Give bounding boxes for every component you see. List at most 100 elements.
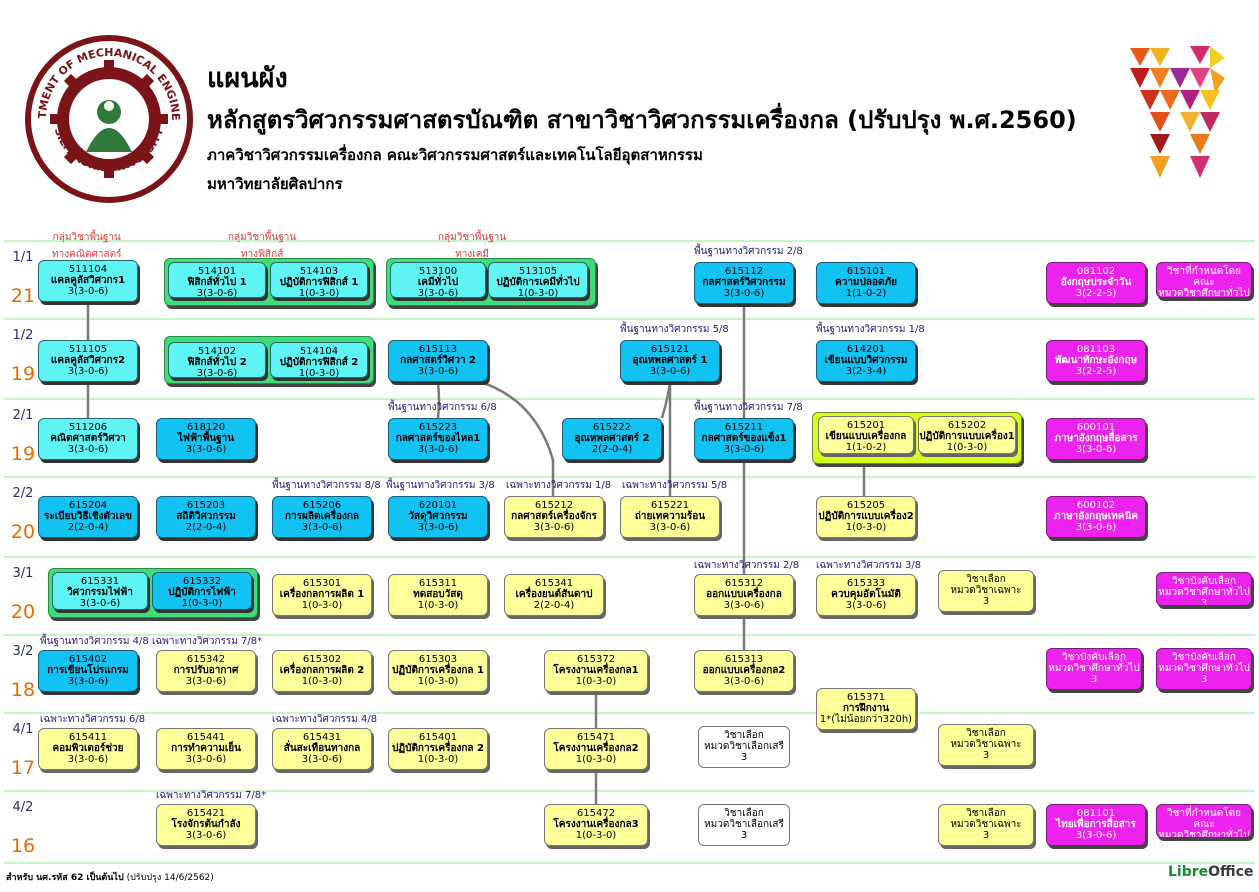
course-name: พัฒนาทักษะอังกฤษ bbox=[1054, 355, 1138, 366]
course-credit: 1(0-3-0) bbox=[575, 830, 617, 841]
category-label: เฉพาะทางวิศวกรรม 5/8 bbox=[622, 480, 728, 491]
course-code: 615204 bbox=[68, 500, 108, 511]
course-name: ไฟฟ้าพื้นฐาน bbox=[177, 433, 235, 444]
course-box[interactable]: วิชาเลือกหมวดวิชาเลือกเสรี3 bbox=[698, 726, 790, 768]
semester-label: 3/1 bbox=[12, 566, 34, 581]
course-name: อุณหพลศาสตร์ 1 bbox=[632, 355, 708, 366]
course-name: การฝึกงาน bbox=[842, 703, 890, 714]
course-credit: 3(3-0-6) bbox=[67, 366, 109, 377]
course-name: โครงงานเครื่องกล3 bbox=[553, 819, 639, 830]
course-credit: หมวดวิชาเลือกเสรี bbox=[704, 819, 784, 830]
course-code: 615431 bbox=[302, 732, 342, 743]
course-box[interactable]: วิชาเลือกหมวดวิชาเลือกเสรี3 bbox=[698, 804, 790, 846]
course-code: 615302 bbox=[302, 654, 342, 665]
course-credit: 1(0-3-0) bbox=[298, 288, 340, 298]
category-label: เฉพาะทางวิศวกรรม 1/8 bbox=[506, 480, 612, 491]
course-name: กลศาสตร์ของแข็ง1 bbox=[701, 433, 787, 444]
credit-total: 20 bbox=[10, 521, 36, 543]
course-credit: 3(3-0-6) bbox=[185, 754, 227, 765]
course-code: 615332 bbox=[182, 576, 222, 587]
course-credit: 2(2-0-4) bbox=[67, 522, 109, 533]
category-label: เฉพาะทางวิศวกรรม 6/8 bbox=[40, 714, 146, 725]
course-credit: 3(3-0-6) bbox=[185, 444, 227, 455]
course-credit: 3(3-0-6) bbox=[417, 522, 459, 533]
group-header-line2: ทางคณิตศาสตร์ bbox=[52, 249, 122, 260]
course-extra: 3 bbox=[740, 752, 748, 763]
course-name: การทำความเย็น bbox=[171, 743, 241, 754]
department-logo: DEPARTMENT OF MECHANICAL ENGINEERING SIL… bbox=[24, 34, 193, 203]
course-name: ฟิสิกส์ทั่วไป 2 bbox=[187, 357, 247, 368]
course-name: การเขียนโปรแกรม bbox=[47, 665, 129, 676]
course-credit: หมวดวิชาศึกษาทั่วไป bbox=[1048, 663, 1140, 674]
course-name: การปรับอากาศ bbox=[173, 665, 239, 676]
course-name: วิชาบังคับเลือก bbox=[1172, 576, 1236, 587]
course-name: ภาษาอังกฤษสื่อสาร bbox=[1054, 433, 1138, 444]
course-credit: 3(3-0-6) bbox=[301, 754, 343, 765]
course-code: 615313 bbox=[724, 654, 764, 665]
course-code: 615441 bbox=[186, 732, 226, 743]
